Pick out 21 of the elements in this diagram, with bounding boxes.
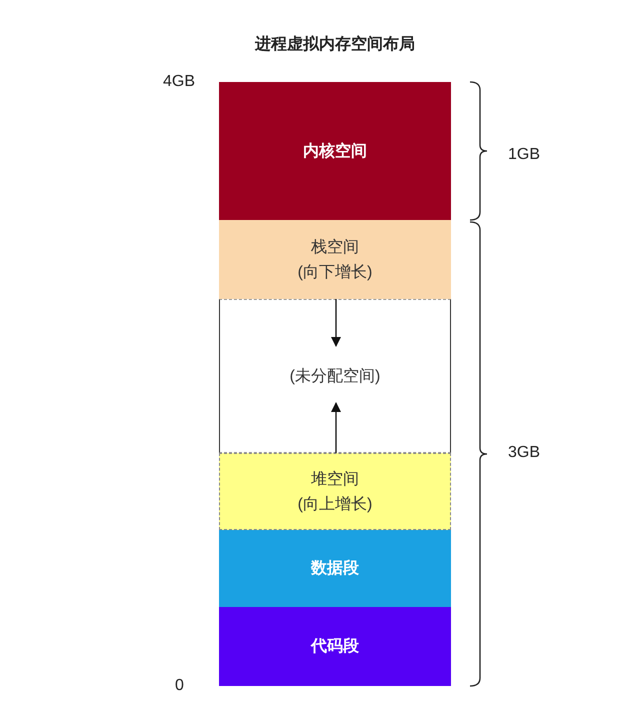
segment-label: (未分配空间) — [290, 366, 380, 386]
memory-segment-band — [219, 299, 451, 453]
segment-label: 内核空间 — [303, 141, 367, 162]
memory-segment-band — [219, 220, 451, 299]
segment-label: 堆空间 — [311, 470, 359, 490]
segment-label: (向上增长) — [298, 494, 372, 514]
size-label: 1GB — [508, 146, 540, 164]
memory-segment-band — [219, 82, 451, 220]
segment-label: 代码段 — [311, 636, 359, 657]
segment-label: 数据段 — [311, 558, 359, 579]
memory-segment-band — [219, 530, 451, 607]
address-label: 4GB — [163, 73, 196, 91]
memory-segment-band — [219, 453, 451, 530]
segment-label: (向下增长) — [298, 262, 372, 282]
arrow — [331, 402, 341, 453]
segment-label: 栈空间 — [311, 238, 359, 258]
diagram-title: 进程虚拟内存空间布局 — [254, 34, 416, 55]
memory-segment-band — [219, 607, 451, 686]
size-label: 3GB — [508, 444, 540, 462]
arrow — [331, 299, 341, 347]
address-label: 0 — [175, 677, 184, 695]
